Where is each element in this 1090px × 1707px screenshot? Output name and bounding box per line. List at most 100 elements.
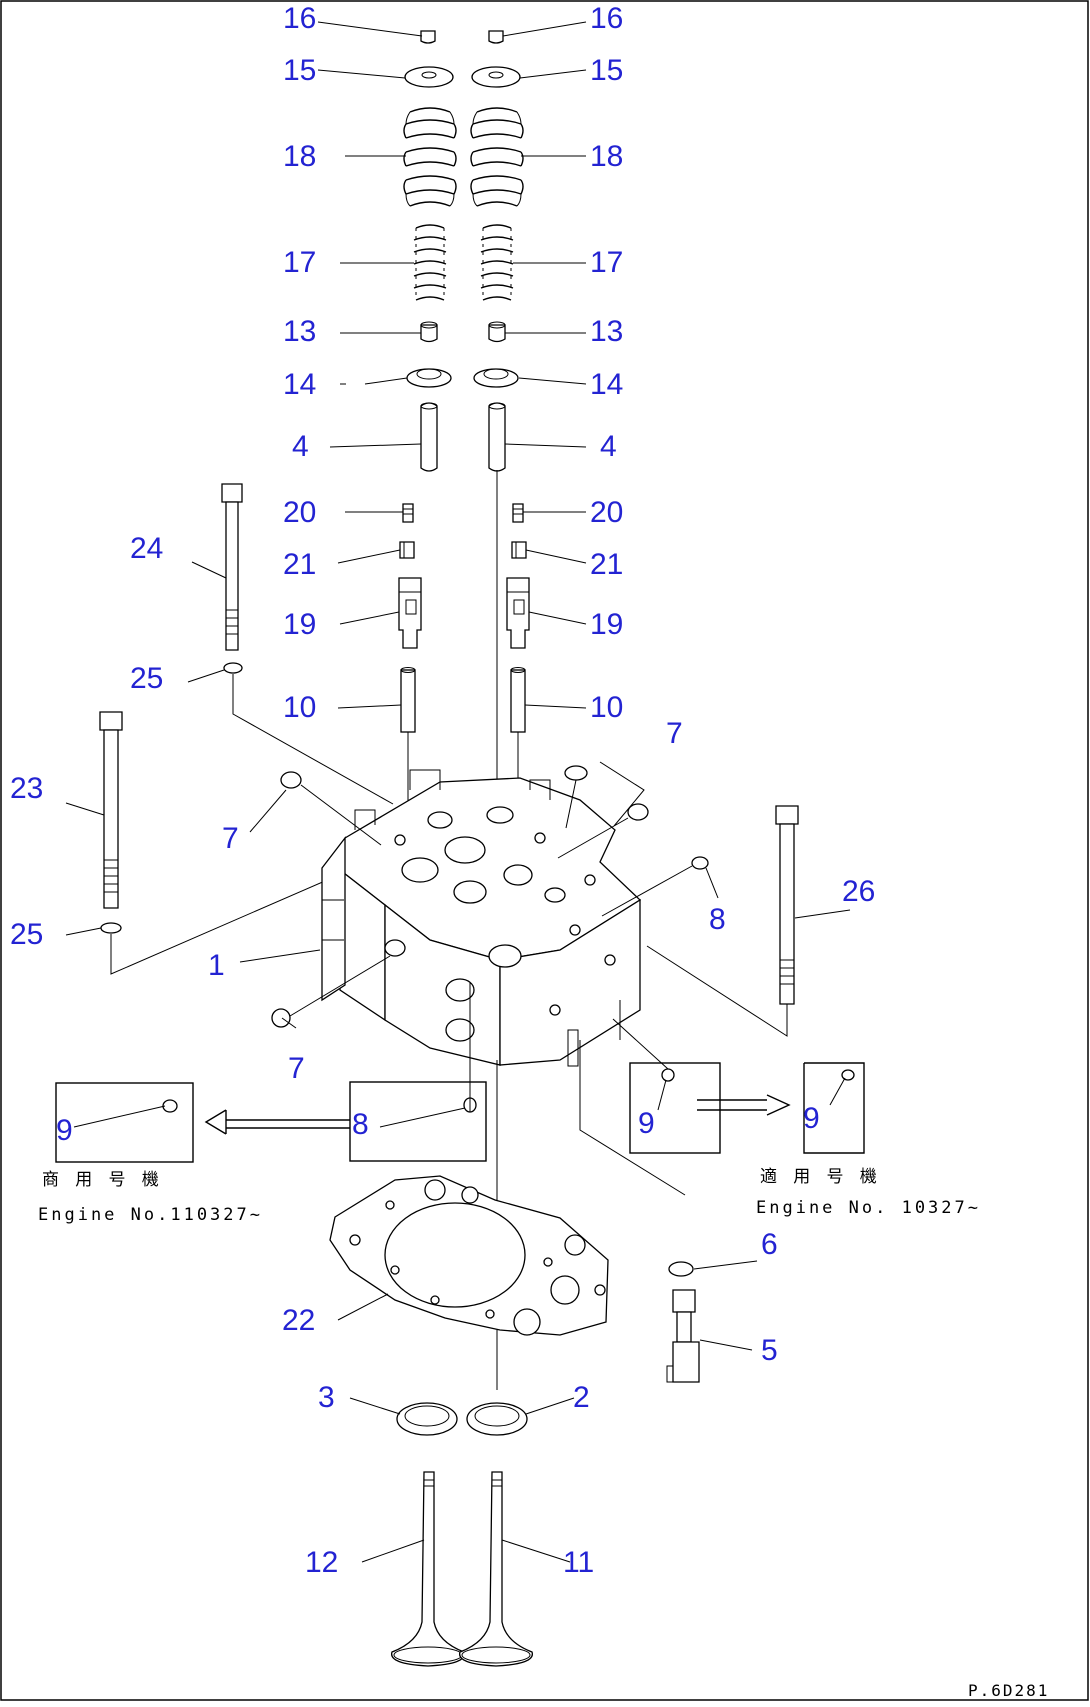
label-7-lower: 7 [288, 1052, 305, 1085]
part-3-valve-seat [396, 1402, 458, 1436]
label-16-right: 16 [590, 2, 623, 35]
part-18-left [403, 107, 457, 207]
part-25-upper [223, 662, 243, 674]
label-5: 5 [761, 1334, 778, 1367]
label-17-right: 17 [590, 246, 623, 279]
part-17-right [480, 224, 514, 301]
arrow-left [204, 1109, 350, 1135]
part-17-left [413, 224, 447, 301]
label-17-left: 17 [283, 246, 316, 279]
label-2: 2 [573, 1381, 590, 1414]
part-21-right [511, 541, 527, 559]
label-1: 1 [208, 949, 225, 982]
label-7-left: 7 [222, 822, 239, 855]
figure-reference: P.6D281 [968, 1681, 1049, 1700]
detail-box-right [629, 1062, 721, 1154]
part-7-upper-left [280, 771, 302, 789]
part-11-valve [459, 1471, 533, 1667]
part-13-left [420, 324, 438, 343]
label-10-left: 10 [283, 691, 316, 724]
label-21-left: 21 [283, 548, 316, 581]
label-21-right: 21 [590, 548, 623, 581]
label-10-right: 10 [590, 691, 623, 724]
valve-stack-left [398, 30, 457, 824]
label-23: 23 [10, 772, 43, 805]
note-right-jp: 適 用 号 機 [760, 1167, 880, 1187]
label-8-right: 8 [709, 903, 726, 936]
label-20-left: 20 [283, 496, 316, 529]
label-9-far-right: 9 [803, 1102, 820, 1135]
label-13-right: 13 [590, 315, 623, 348]
label-24: 24 [130, 532, 163, 565]
label-12: 12 [305, 1546, 338, 1579]
part-7-upper-right-b [627, 803, 649, 821]
part-13-right [488, 324, 506, 343]
label-15-right: 15 [590, 54, 623, 87]
part-1-cylinder-head [321, 769, 642, 1280]
label-14-left: 14 [283, 368, 316, 401]
label-15-left: 15 [283, 54, 316, 87]
label-11: 11 [563, 1546, 594, 1579]
label-16-left: 16 [283, 2, 316, 35]
label-13-left: 13 [283, 315, 316, 348]
label-25-upper: 25 [130, 662, 163, 695]
part-20-right [512, 503, 524, 523]
part-14-right [473, 368, 519, 388]
valve-stack-right [470, 30, 530, 840]
part-16-left [420, 30, 436, 44]
part-5-sleeve [666, 1289, 700, 1383]
detail-box-left [55, 1082, 194, 1163]
detail-box-center [349, 1081, 487, 1162]
part-19-left [398, 577, 422, 649]
label-26: 26 [842, 875, 875, 908]
part-8-right [691, 856, 709, 870]
arrow-right [697, 1094, 791, 1116]
part-15-left [404, 66, 454, 88]
bolt-24 [221, 483, 394, 805]
label-6: 6 [761, 1228, 778, 1261]
note-left-en: Engine No.110327~ [38, 1205, 263, 1225]
part-21-left [399, 541, 415, 559]
label-4-right: 4 [600, 430, 617, 463]
bolt-26 [646, 805, 799, 1037]
part-25-lower [100, 922, 122, 934]
part-19-right [506, 577, 530, 649]
part-12-valve [391, 1471, 465, 1667]
part-22-head-gasket [329, 1175, 609, 1336]
label-4-left: 4 [292, 430, 309, 463]
label-8-box: 8 [352, 1108, 369, 1141]
part-4-right [488, 402, 506, 472]
part-4-left [420, 402, 438, 472]
part-10-right [510, 669, 526, 733]
part-20-left [402, 503, 414, 523]
part-16-right [488, 30, 504, 44]
label-19-left: 19 [283, 608, 316, 641]
part-15-right [471, 66, 521, 88]
label-20-right: 20 [590, 496, 623, 529]
bolt-23 [99, 711, 342, 975]
part-7-upper-right-a [564, 765, 588, 781]
part-2-valve-seat [466, 1402, 528, 1436]
part-14-left [406, 368, 452, 388]
note-left-jp: 商 用 号 機 [42, 1170, 162, 1190]
part-7-lower [271, 1008, 291, 1028]
label-25-lower: 25 [10, 918, 43, 951]
label-18-right: 18 [590, 140, 623, 173]
leader-lines [65, 21, 851, 1563]
part-labels: 16 16 15 15 18 18 17 17 13 13 14 14 4 4 … [10, 2, 875, 1579]
label-22: 22 [282, 1304, 315, 1337]
label-18-left: 18 [283, 140, 316, 173]
part-6-o-ring [668, 1261, 694, 1277]
label-9-right-box: 9 [638, 1107, 655, 1140]
label-7-upper-right: 7 [666, 717, 683, 750]
label-9-left-box: 9 [56, 1114, 73, 1147]
part-18-right [470, 107, 524, 207]
part-10-left [400, 669, 416, 733]
label-3: 3 [318, 1381, 335, 1414]
label-19-right: 19 [590, 608, 623, 641]
note-right-en: Engine No. 10327~ [756, 1198, 981, 1218]
label-14-right: 14 [590, 368, 623, 401]
